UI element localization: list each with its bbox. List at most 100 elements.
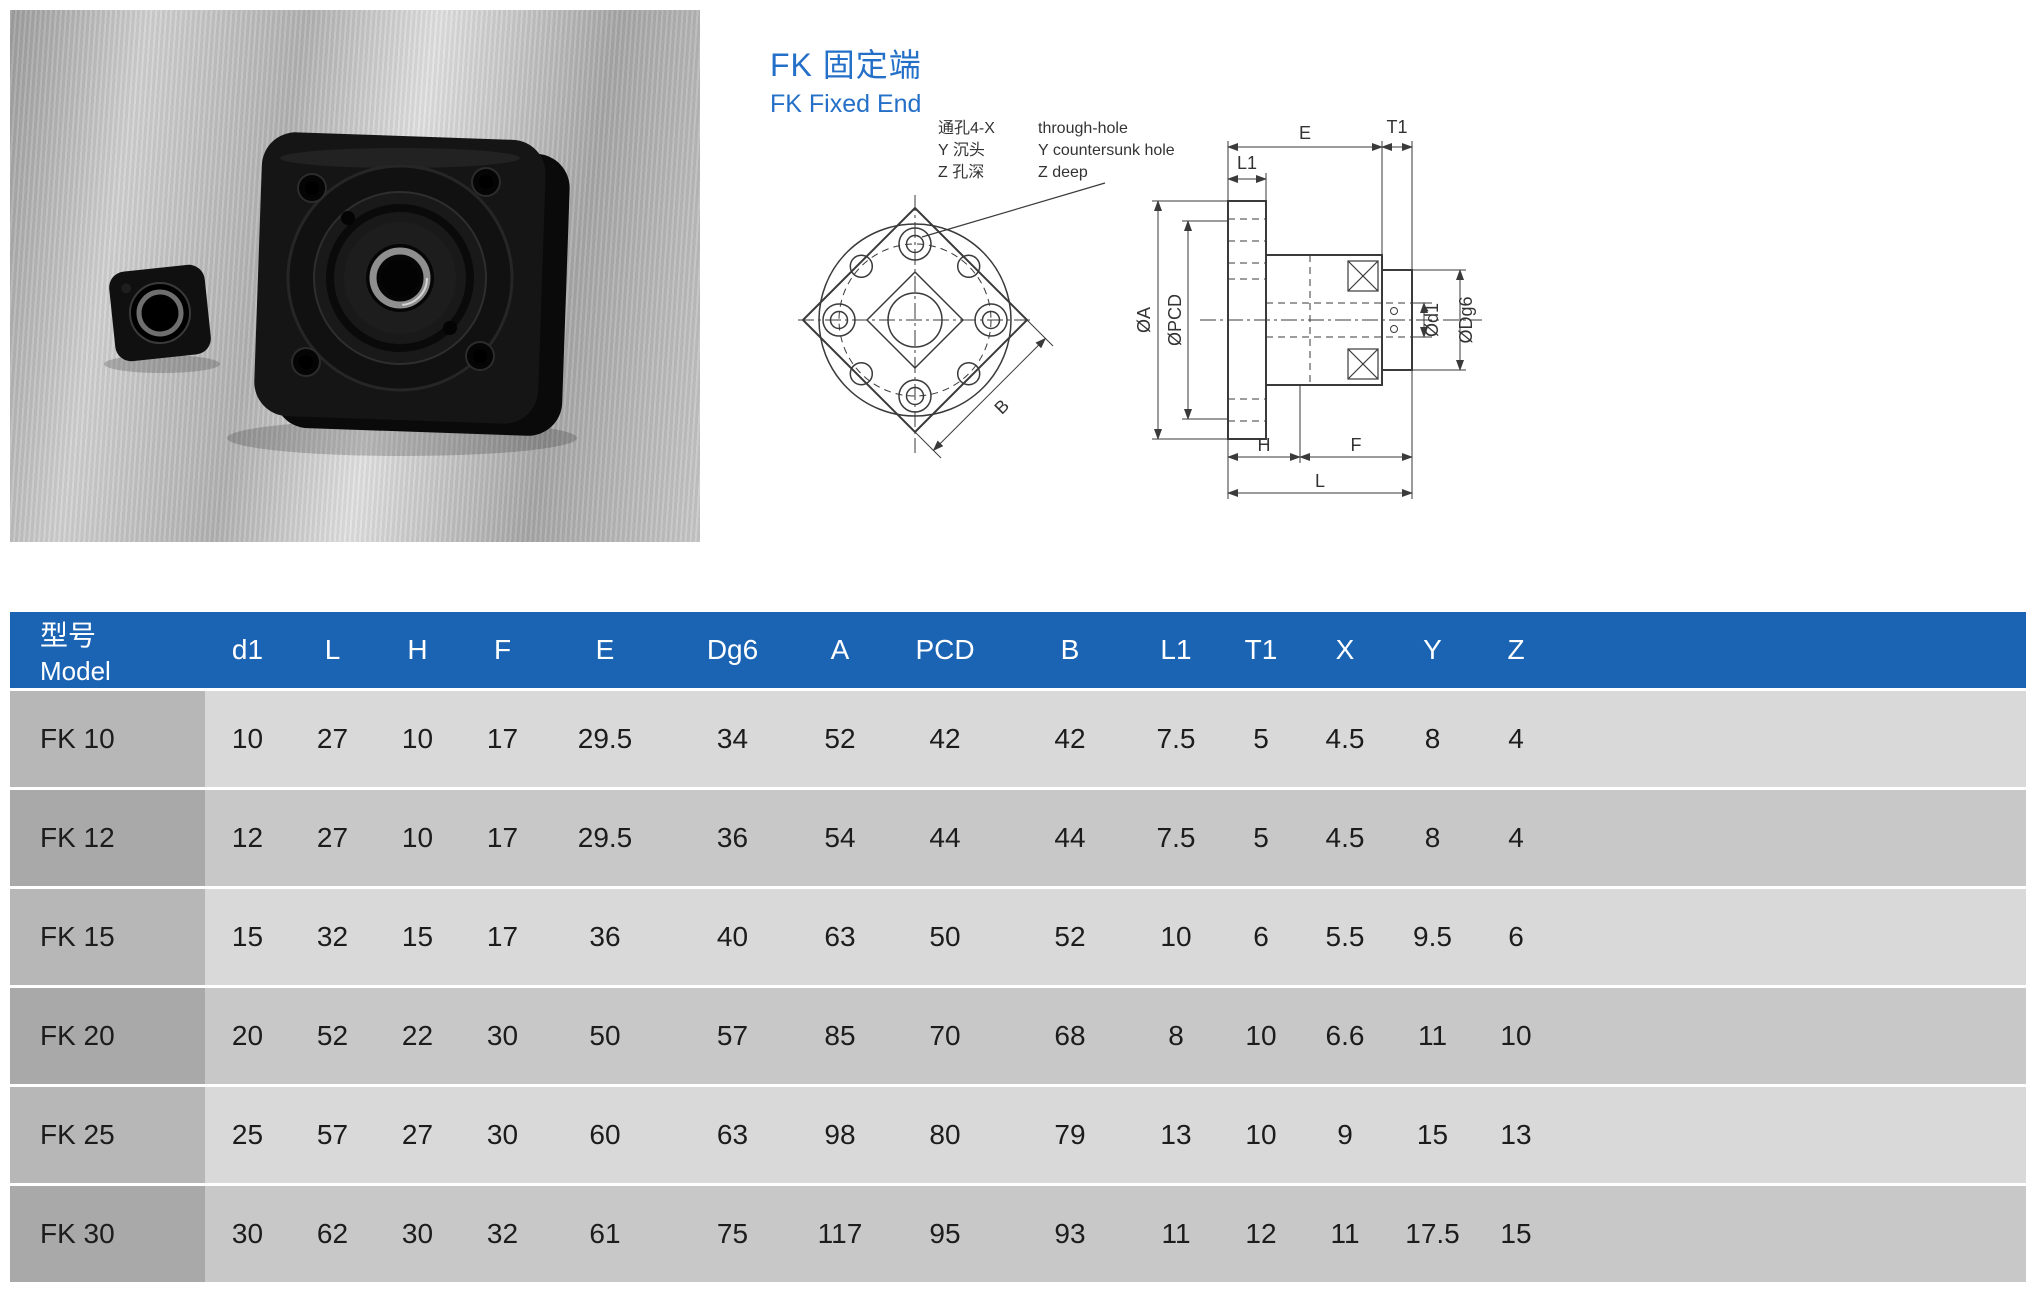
face-screw-hole <box>341 211 355 225</box>
filler-cell <box>1557 988 2026 1087</box>
value-cell: 15 <box>1475 1186 1557 1285</box>
spec-table: 型号 Model d1 L H F E Dg6 A PCD B L1 T1 X … <box>10 612 2026 1285</box>
filler-cell <box>1557 1087 2026 1186</box>
value-cell: 15 <box>205 889 290 988</box>
table-row: FK 15 15 32 15 17 36 40 63 50 52 10 6 5.… <box>10 889 2026 988</box>
value-cell: 30 <box>460 1087 545 1186</box>
dim-l-label: L <box>1315 471 1325 491</box>
col-header-L1: L1 <box>1130 612 1222 691</box>
value-cell: 95 <box>880 1186 1010 1285</box>
dim-h-label: H <box>1258 435 1271 455</box>
callout-en-1: through-hole <box>1038 120 1128 137</box>
callout-zh-2: Y 沉头 <box>938 141 985 159</box>
value-cell: 29.5 <box>545 691 665 790</box>
value-cell: 17.5 <box>1390 1186 1475 1285</box>
flange-circle <box>818 223 1012 417</box>
section-title-en: FK Fixed End <box>770 90 922 118</box>
value-cell: 27 <box>290 691 375 790</box>
header-filler-cell <box>1557 612 2026 691</box>
value-cell: 117 <box>800 1186 880 1285</box>
value-cell: 36 <box>665 790 800 889</box>
dim-t1-label: T1 <box>1386 117 1407 137</box>
col-header-T1: T1 <box>1222 612 1300 691</box>
value-cell: 11 <box>1300 1186 1390 1285</box>
callout-leader-line <box>921 182 1106 238</box>
mounting-holes <box>291 167 501 377</box>
value-cell: 7.5 <box>1130 790 1222 889</box>
value-cell: 17 <box>460 790 545 889</box>
value-cell: 57 <box>290 1087 375 1186</box>
value-cell: 29.5 <box>545 790 665 889</box>
callout-en-2: Y countersunk hole <box>1038 142 1175 159</box>
value-cell: 27 <box>290 790 375 889</box>
table-header-row: 型号 Model d1 L H F E Dg6 A PCD B L1 T1 X … <box>10 612 2026 691</box>
model-cell: FK 10 <box>10 691 205 790</box>
model-header-en: Model <box>40 655 111 686</box>
value-cell: 13 <box>1130 1087 1222 1186</box>
value-cell: 4.5 <box>1300 790 1390 889</box>
col-header-Dg6: Dg6 <box>665 612 800 691</box>
value-cell: 30 <box>205 1186 290 1285</box>
dim-d1-label: Ød1 <box>1422 303 1442 337</box>
value-cell: 61 <box>545 1186 665 1285</box>
value-cell: 93 <box>1010 1186 1130 1285</box>
dim-b-label: B <box>990 395 1013 418</box>
value-cell: 20 <box>205 988 290 1087</box>
face-screw-hole <box>443 321 457 335</box>
col-header-d1: d1 <box>205 612 290 691</box>
pilot-section <box>1381 269 1413 371</box>
value-cell: 52 <box>290 988 375 1087</box>
model-cell: FK 12 <box>10 790 205 889</box>
value-cell: 5.5 <box>1300 889 1390 988</box>
value-cell: 9 <box>1300 1087 1390 1186</box>
bearing-symbols <box>1347 260 1379 380</box>
value-cell: 6.6 <box>1300 988 1390 1087</box>
value-cell: 17 <box>460 691 545 790</box>
dim-e-label: E <box>1299 123 1311 143</box>
callout-zh-3: Z 孔深 <box>938 163 984 181</box>
col-header-Z: Z <box>1475 612 1557 691</box>
value-cell: 75 <box>665 1186 800 1285</box>
technical-drawing: 通孔4-X through-hole Y 沉头 Y countersunk ho… <box>798 117 1482 499</box>
value-cell: 12 <box>205 790 290 889</box>
dim-f-label: F <box>1351 435 1362 455</box>
dim-l1-label: L1 <box>1237 153 1257 173</box>
value-cell: 70 <box>880 988 1010 1087</box>
bearing-block <box>254 132 570 436</box>
value-cell: 50 <box>545 988 665 1087</box>
value-cell: 17 <box>460 889 545 988</box>
value-cell: 63 <box>665 1087 800 1186</box>
value-cell: 85 <box>800 988 880 1087</box>
value-cell: 8 <box>1390 790 1475 889</box>
value-cell: 52 <box>800 691 880 790</box>
value-cell: 34 <box>665 691 800 790</box>
product-photo-art <box>104 132 577 456</box>
value-cell: 10 <box>375 790 460 889</box>
table-row: FK 20 20 52 22 30 50 57 85 70 68 8 10 6.… <box>10 988 2026 1087</box>
value-cell: 11 <box>1130 1186 1222 1285</box>
nut-pocket-square <box>866 271 964 369</box>
drawing-panel: FK 固定端 FK Fixed End 通孔4-X through-hole Y… <box>770 12 1536 547</box>
value-cell: 12 <box>1222 1186 1300 1285</box>
value-cell: 44 <box>880 790 1010 889</box>
value-cell: 44 <box>1010 790 1130 889</box>
col-header-F: F <box>460 612 545 691</box>
value-cell: 10 <box>1222 988 1300 1087</box>
value-cell: 54 <box>800 790 880 889</box>
lock-nut <box>109 264 211 362</box>
value-cell: 32 <box>460 1186 545 1285</box>
value-cell: 15 <box>375 889 460 988</box>
bore-circle <box>887 292 943 348</box>
front-view <box>798 195 1054 459</box>
hole-callout: 通孔4-X through-hole Y 沉头 Y countersunk ho… <box>921 119 1175 238</box>
col-header-E: E <box>545 612 665 691</box>
pcd-circle <box>838 243 992 397</box>
col-header-A: A <box>800 612 880 691</box>
value-cell: 32 <box>290 889 375 988</box>
value-cell: 10 <box>1475 988 1557 1087</box>
value-cell: 42 <box>1010 691 1130 790</box>
value-cell: 4.5 <box>1300 691 1390 790</box>
side-view <box>1152 141 1482 499</box>
value-cell: 10 <box>1222 1087 1300 1186</box>
